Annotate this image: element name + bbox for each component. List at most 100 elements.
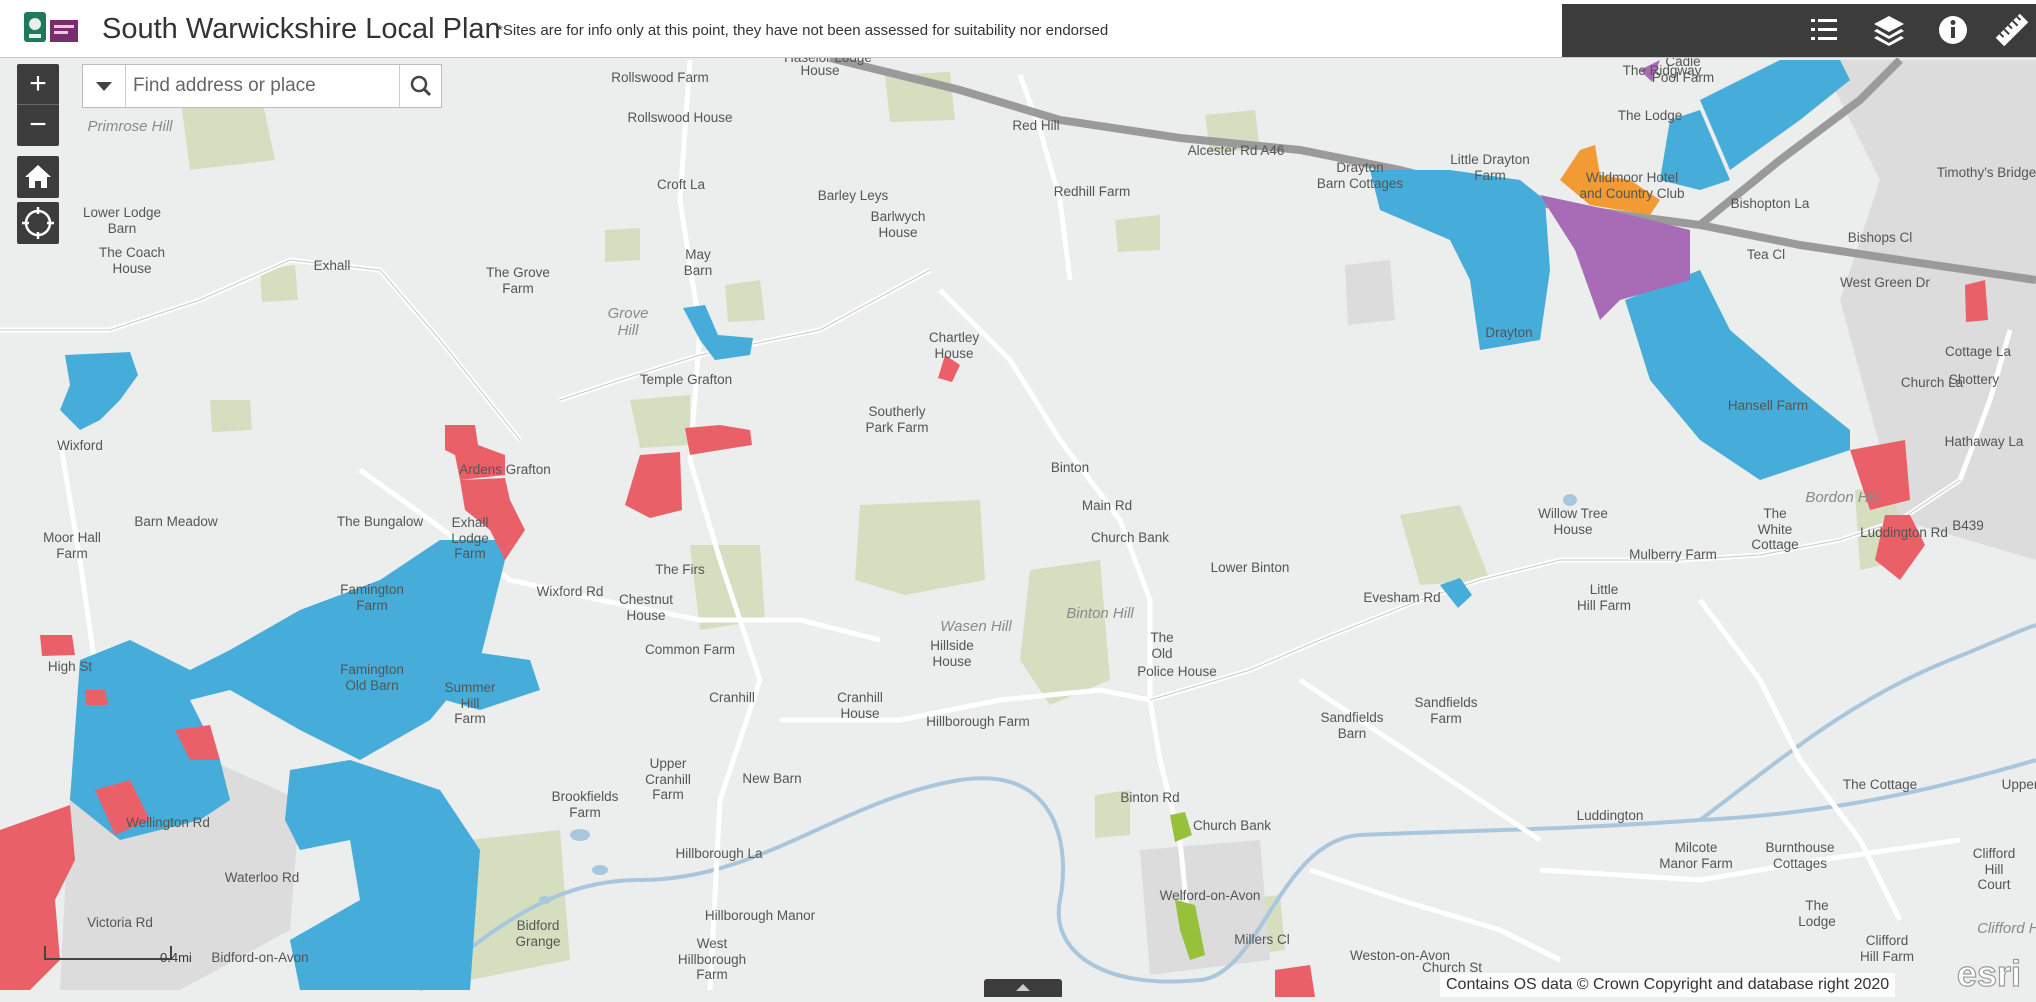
- layers-icon[interactable]: [1869, 10, 1909, 50]
- place-label: Church St: [1421, 960, 1483, 975]
- place-label: Rollswood Farm: [611, 70, 709, 85]
- place-label: The Cottage: [1842, 777, 1918, 792]
- basemap: [0, 58, 2036, 997]
- place-label: Hillborough La: [675, 846, 763, 861]
- place-label: Bishops Cl: [1847, 230, 1913, 245]
- place-label: New Barn: [742, 771, 802, 786]
- place-label: Wixford Rd: [536, 584, 604, 599]
- council-logo: [24, 12, 78, 42]
- search-button[interactable]: [399, 65, 442, 107]
- place-label: Alcester Rd A46: [1187, 143, 1285, 158]
- place-label: Timothy's Bridge Rd: [1936, 165, 2036, 180]
- home-button[interactable]: [17, 156, 59, 198]
- place-label: Primrose Hill: [87, 118, 173, 135]
- place-label: Hathaway La: [1944, 434, 2024, 449]
- panel-toggle-button[interactable]: [984, 979, 1062, 997]
- place-label: Clifford Hi: [1977, 920, 2036, 937]
- sites-blue: [60, 60, 1850, 990]
- place-label: Redhill Farm: [1053, 184, 1131, 199]
- place-label: Barley Leys: [817, 188, 889, 203]
- place-label: Welford-on-Avon: [1159, 888, 1261, 903]
- place-label: West Green Dr: [1840, 275, 1930, 290]
- place-label: Exhall: [313, 258, 351, 273]
- info-icon[interactable]: [1933, 10, 1973, 50]
- site-purple: [1540, 195, 1690, 320]
- place-label: Shottery: [1948, 372, 2000, 387]
- river-avon: [418, 623, 2036, 992]
- esri-logo: esri: [1956, 952, 2021, 994]
- place-label: Hansell Farm: [1727, 398, 1809, 413]
- place-label: Lower Binton: [1210, 560, 1290, 575]
- minor-road-casing: [0, 259, 1961, 701]
- place-label: Mulberry Farm: [1629, 547, 1717, 562]
- place-label: Bordon Hill: [1805, 489, 1879, 506]
- locate-button[interactable]: [17, 202, 59, 244]
- legend-list-icon[interactable]: [1804, 10, 1844, 50]
- zoom-control: + −: [17, 64, 59, 146]
- place-label: Millers Cl: [1234, 932, 1290, 947]
- place-label: Drayton: [1485, 325, 1533, 340]
- zoom-in-button[interactable]: +: [17, 64, 59, 105]
- sites-red: [0, 280, 1988, 997]
- place-label: The Lodge: [1617, 108, 1683, 123]
- search-source-dropdown[interactable]: [83, 65, 126, 107]
- measure-ruler-icon[interactable]: [1992, 10, 2032, 50]
- lakes: [539, 494, 1577, 904]
- place-label: Bidford-on-Avon: [211, 950, 309, 965]
- place-label: Hillborough Farm: [926, 714, 1030, 729]
- search-icon: [410, 75, 432, 97]
- place-label: Hillborough Manor: [704, 908, 816, 923]
- place-label: Wasen Hill: [940, 618, 1012, 635]
- scale-bar: [44, 946, 172, 960]
- place-label: Croft La: [656, 177, 706, 192]
- place-label: Cottage La: [1944, 344, 2012, 359]
- place-label: B439: [1952, 518, 1984, 533]
- disclaimer-text: *Sites are for info only at this point, …: [497, 22, 1109, 39]
- locate-icon: [22, 207, 54, 239]
- chevron-up-icon: [1016, 984, 1030, 991]
- place-label: Haselor Lodge: [784, 58, 872, 66]
- svg-text:esri: esri: [1957, 953, 2021, 994]
- place-label: High St: [47, 659, 93, 674]
- zoom-out-button[interactable]: −: [29, 108, 47, 141]
- place-label: House: [800, 63, 840, 78]
- place-label: Church La: [1900, 375, 1964, 390]
- place-label: Common Farm: [644, 642, 736, 657]
- place-label: Luddington: [1576, 808, 1644, 823]
- search-widget: [82, 64, 473, 108]
- place-label: Church Bank: [1090, 530, 1170, 545]
- search-input[interactable]: [133, 65, 473, 107]
- map-attribution: Contains OS data © Crown Copyright and d…: [1440, 973, 1896, 997]
- place-label: Binton: [1050, 460, 1090, 475]
- site-orange: [1560, 145, 1660, 215]
- place-label: Rollswood House: [627, 110, 733, 125]
